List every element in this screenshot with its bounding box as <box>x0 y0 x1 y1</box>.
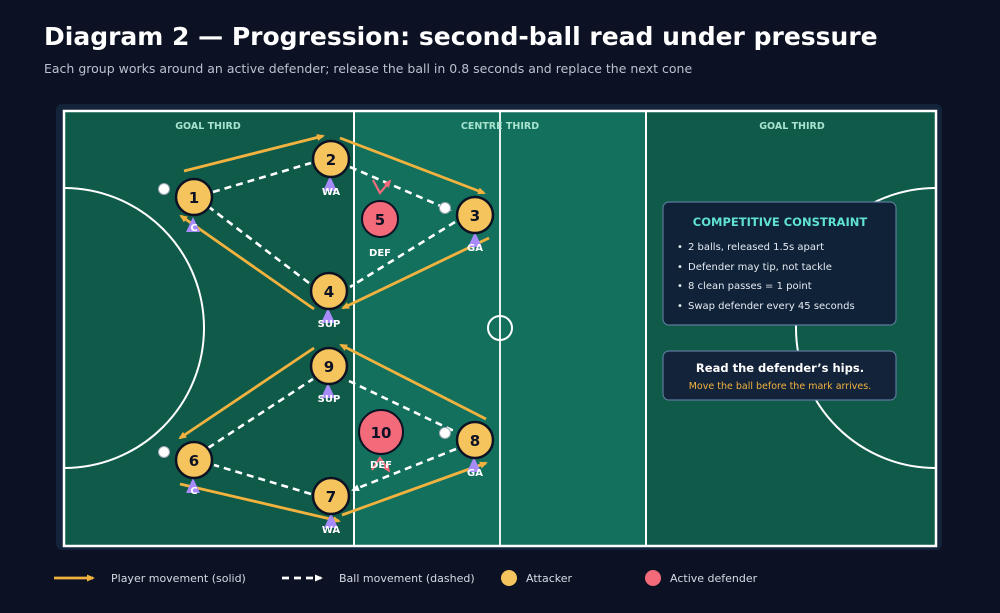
goal-circle-left <box>63 187 205 469</box>
balls <box>158 183 451 458</box>
ball-pass-lines <box>204 161 457 496</box>
constraint-bullet: • <box>677 301 683 312</box>
zone-label-left: GOAL THIRD <box>175 121 241 132</box>
constraint-panel: COMPETITIVE CONSTRAINT • 2 balls, releas… <box>662 201 897 326</box>
tip-panel: Read the defender’s hips. Move the ball … <box>662 350 897 401</box>
cone <box>324 513 338 528</box>
attacker-number: 3 <box>470 207 480 225</box>
legend-attacker-label: Attacker <box>526 572 573 585</box>
pass-1-2 <box>212 161 312 194</box>
zone-label-right: GOAL THIRD <box>759 121 825 132</box>
defender-number: 5 <box>375 211 385 229</box>
cones <box>186 176 482 528</box>
cone <box>467 457 481 472</box>
cone <box>468 232 482 247</box>
attacker-role: WA <box>322 525 341 536</box>
cone <box>186 478 200 493</box>
zone-left <box>64 111 354 546</box>
page-title: Diagram 2 — Progression: second-ball rea… <box>44 22 878 51</box>
attacker-role: GA <box>467 468 483 479</box>
attacker-role: SUP <box>318 319 341 330</box>
pass-7-6 <box>213 463 312 496</box>
move-3-4 <box>341 236 490 310</box>
constraint-item: Swap defender every 45 seconds <box>688 301 855 312</box>
constraint-bullet: • <box>677 242 683 253</box>
attacker-8[interactable]: 8 GA <box>455 420 495 479</box>
attacker-7[interactable]: 7 WA <box>311 476 351 536</box>
attacker-number: 1 <box>189 189 199 207</box>
defender-5[interactable]: 5 DEF <box>361 200 399 259</box>
attacker-2[interactable]: 2 WA <box>311 139 351 198</box>
constraint-heading: COMPETITIVE CONSTRAINT <box>693 215 868 229</box>
cone <box>321 308 335 323</box>
attacker-number: 6 <box>189 452 199 470</box>
attacker-number: 9 <box>324 358 334 376</box>
legend-movement-label: Player movement (solid) <box>111 572 246 585</box>
ball <box>439 427 451 439</box>
defender-number: 10 <box>371 424 392 442</box>
attacker-9[interactable]: 9 SUP <box>309 346 349 405</box>
zone-label-centre: CENTRE THIRD <box>461 121 539 132</box>
attacker-role: C <box>190 486 197 497</box>
attacker-role: GA <box>467 243 483 254</box>
zone-right <box>646 111 936 546</box>
defender-pressure-arrows <box>371 179 392 473</box>
legend-pass-label: Ball movement (dashed) <box>339 572 475 585</box>
move-1-2 <box>183 134 325 173</box>
constraint-bullet: • <box>677 281 683 292</box>
move-9-6 <box>178 346 315 440</box>
attacker-number: 7 <box>326 488 336 506</box>
constraint-item: Defender may tip, not tackle <box>688 262 832 273</box>
legend-defender-icon <box>645 570 661 586</box>
attacker-number: 4 <box>324 283 334 301</box>
player-movement-lines <box>178 134 490 524</box>
attacker-6[interactable]: 6 C <box>174 440 214 497</box>
move-6-7 <box>179 482 341 524</box>
legend-attacker-icon <box>501 570 517 586</box>
ball <box>158 183 170 195</box>
def5-arrow <box>372 179 392 195</box>
legend: Player movement (solid) Ball movement (d… <box>0 570 1000 590</box>
attacker-3[interactable]: 3 GA <box>455 195 495 254</box>
move-4-1 <box>179 214 315 311</box>
attacker-number: 8 <box>470 432 480 450</box>
attacker-role: C <box>190 223 197 234</box>
constraint-item: 2 balls, released 1.5s apart <box>688 242 824 253</box>
pass-2-3 <box>349 165 452 212</box>
attacker-role: SUP <box>318 394 341 405</box>
def10-arrow <box>371 456 391 473</box>
pass-6-9 <box>207 377 314 450</box>
centre-circle <box>487 315 513 341</box>
cone <box>323 176 337 191</box>
defender-role: DEF <box>369 248 391 259</box>
attacker-1[interactable]: 1 C <box>174 177 214 234</box>
move-8-9 <box>339 343 487 421</box>
legend-defender-label: Active defender <box>670 572 758 585</box>
pass-4-1 <box>204 202 310 285</box>
defender-10[interactable]: 10 DEF <box>358 409 404 471</box>
constraint-item: 8 clean passes = 1 point <box>688 281 812 292</box>
attacker-role: WA <box>322 187 341 198</box>
ball <box>158 446 170 458</box>
constraint-bullet: • <box>677 262 683 273</box>
pass-9-8 <box>348 379 457 434</box>
pass-3-4 <box>349 220 456 289</box>
tip-text: Move the ball before the mark arrives. <box>689 381 872 392</box>
cone <box>186 217 200 232</box>
move-2-3 <box>339 136 486 195</box>
pass-8-7 <box>351 447 457 492</box>
cone <box>321 383 335 398</box>
move-7-8 <box>341 461 488 517</box>
defender-role: DEF <box>370 460 392 471</box>
attacker-number: 2 <box>326 151 336 169</box>
page-subtitle: Each group works around an active defend… <box>44 61 693 76</box>
ball <box>439 202 451 214</box>
tip-heading: Read the defender’s hips. <box>696 361 864 375</box>
attacker-4[interactable]: 4 SUP <box>309 271 349 330</box>
